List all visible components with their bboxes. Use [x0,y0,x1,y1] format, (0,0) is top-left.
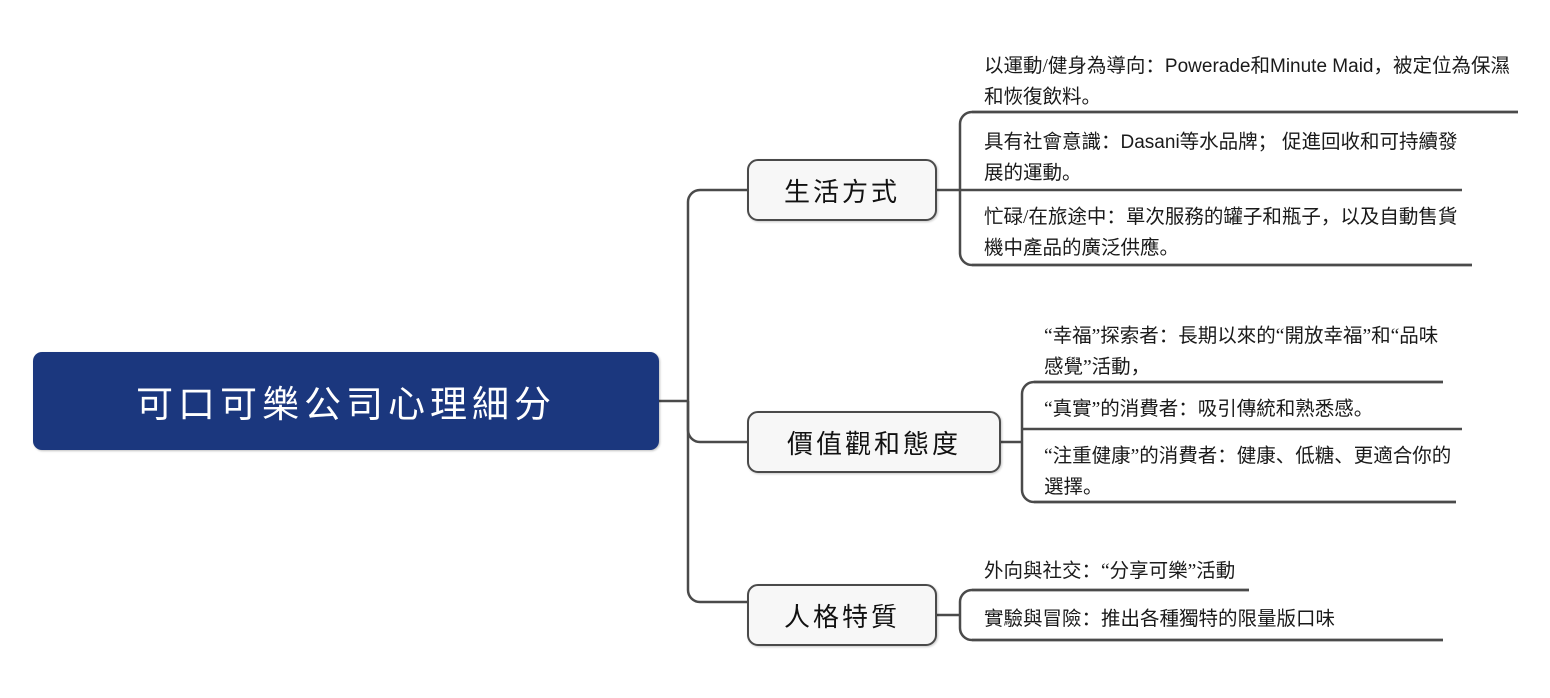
leaf-text-segment: 具有社會意識： [984,132,1121,153]
leaf-text-segment: ，被定位為保濕和恢復飲料。 [984,56,1511,108]
branch-node-label: 生活方式 [783,177,900,207]
link-spine-values [686,401,747,444]
leaf-text-segment: Minute Maid [1270,56,1374,77]
leaf-text-segment: “幸福”探索者：長期以來的“開放幸福”和“品味感覺”活動， [1044,326,1439,378]
leaf-item[interactable]: “幸福”探索者：長期以來的“開放幸福”和“品味感覺”活動， [1022,318,1442,387]
leaf-item[interactable]: 忙碌/在旅途中：單次服務的罐子和瓶子，以及自動售貨機中產品的廣泛供應。 [962,199,1472,268]
link-spine-outer [686,188,747,604]
leaf-text-segment: 和 [1250,56,1270,77]
leaf-text-segment: “真實”的消費者：吸引傳統和熟悉感。 [1044,399,1374,420]
branch-node-personality[interactable]: 人格特質 [747,584,937,646]
leaf-text-segment: 等水品牌； 促進回收和可持續發展的運動。 [984,132,1458,184]
leaf-text-segment: 實驗與冒險：推出各種獨特的限量版口味 [984,609,1336,630]
leaf-text-segment: “注重健康”的消費者：健康、低糖、更適合你的選擇。 [1044,446,1452,498]
leaf-text-segment: 以運動/健身為導向： [984,56,1165,77]
root-node-label: 可口可樂公司心理細分 [136,385,556,426]
branch-node-label: 價值觀和態度 [786,429,961,459]
branch-node-label: 人格特質 [783,602,900,632]
root-node[interactable]: 可口可樂公司心理細分 [33,352,659,450]
branch-node-lifestyle[interactable]: 生活方式 [747,159,937,221]
leaf-item[interactable]: “注重健康”的消費者：健康、低糖、更適合你的選擇。 [1022,438,1468,507]
leaf-item[interactable]: 外向與社交：“分享可樂”活動 [962,553,1382,591]
leaf-text-segment: 外向與社交：“分享可樂”活動 [984,561,1236,582]
branch-node-values[interactable]: 價值觀和態度 [747,411,1001,473]
leaf-text-segment: 忙碌/在旅途中：單次服務的罐子和瓶子，以及自動售貨機中產品的廣泛供應。 [984,207,1458,259]
leaf-item[interactable]: “真實”的消費者：吸引傳統和熟悉感。 [1022,391,1462,429]
leaf-item[interactable]: 實驗與冒險：推出各種獨特的限量版口味 [962,601,1442,639]
leaf-text-segment: Dasani [1120,132,1180,153]
leaf-item[interactable]: 具有社會意識：Dasani等水品牌； 促進回收和可持續發展的運動。 [962,124,1462,193]
leaf-text-segment: Powerade [1164,56,1251,77]
leaf-item[interactable]: 以運動/健身為導向：Powerade和Minute Maid，被定位為保濕和恢復… [962,48,1518,117]
